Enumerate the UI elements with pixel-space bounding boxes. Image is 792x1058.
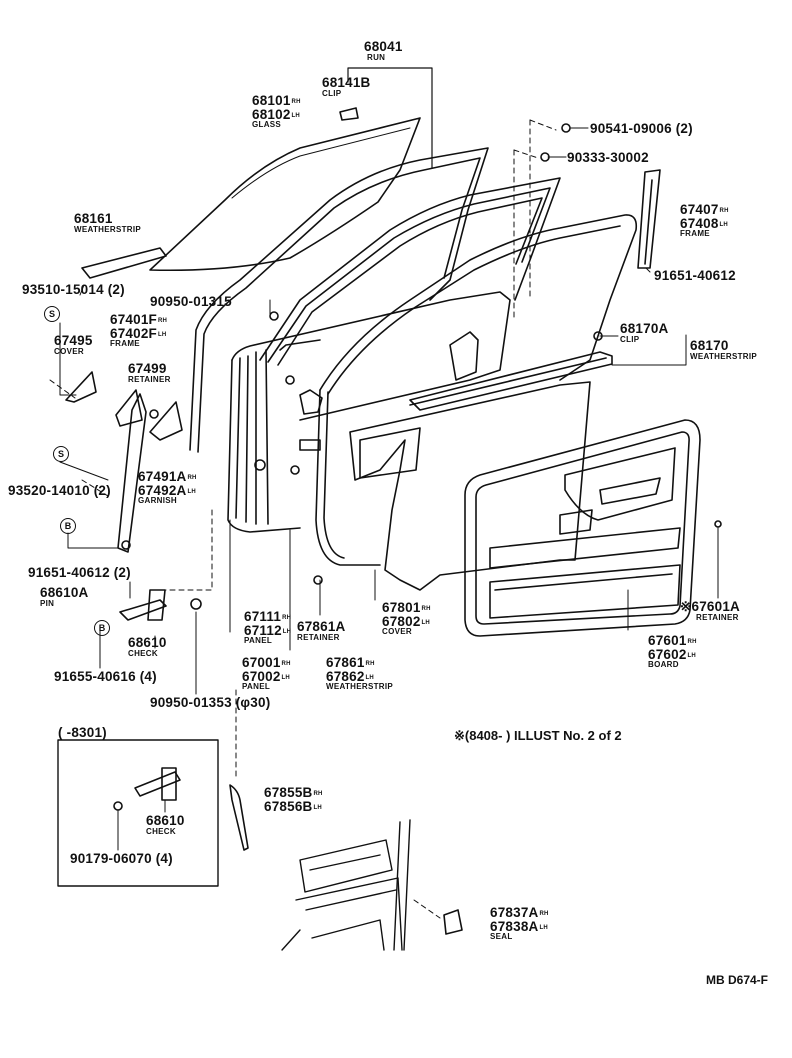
garnish-part [149,401,183,441]
door-corner-sketch-part [281,819,411,951]
seal-part [443,909,463,935]
part-label-bolt-check: 91655-40616 (4) [54,669,157,684]
window-frame-part [259,177,561,366]
part-label-glass: 68101RH 68102LH GLASS [252,93,301,129]
part-label-weatherstrip-door: 67861RH 67862LH WEATHERSTRIP [326,655,394,691]
part-label-panel-inner: 67111RH 67112LH PANEL [244,609,292,645]
check-part [119,589,167,621]
belt-weatherstrip-part [409,351,613,411]
part-label-frame-left: 67401FRH 67402FLH FRAME [110,312,168,348]
part-label-screw1: 90541-09006 (2) [590,121,693,136]
moulding-part [229,784,249,851]
door-weatherstrip-part [315,214,638,566]
marker-b-mid: B [60,518,76,534]
door-board-part [464,419,701,637]
part-label-screw4: 93520-14010 (2) [8,483,111,498]
part-label-board: 67601RH 67602LH BOARD [648,633,697,669]
cover-part [65,371,97,403]
part-label-screw2: 90333-30002 [567,150,649,165]
run-channel-part [189,147,489,453]
plug-grommet-part [190,598,202,610]
cover-sheet-part [349,381,591,591]
marker-s-top: S [44,306,60,322]
inset-box [57,739,219,887]
door-panel-part [227,291,511,533]
part-label-garnish: 67491ARH 67492ALH GARNISH [138,469,197,505]
part-label-bolt-inset: 90179-06070 (4) [70,851,173,866]
part-label-cover2: 67801RH 67802LH COVER [382,600,431,636]
part-label-panel-outer: 67001RH 67002LH PANEL [242,655,291,691]
part-label-frame-right: 67407RH 67408LH FRAME [680,202,729,238]
glass-part [149,117,421,272]
part-label-seal: 67837ARH 67838ALH SEAL [490,905,549,941]
weatherstrip-top-part [81,247,167,279]
part-label-screw3: 93510-15014 (2) [22,282,125,297]
inset-range-label: ( -8301) [58,725,107,740]
marker-b-low: B [94,620,110,636]
marker-s-mid: S [53,446,69,462]
part-label-plug2: 90950-01353 (φ30) [150,695,271,710]
check-inset-part [134,767,181,801]
part-label-bolt-left: 91651-40612 (2) [28,565,131,580]
illustration-footnote: ※(8408- ) ILLUST No. 2 of 2 [454,728,622,743]
frame-left-part [115,389,147,553]
part-label-plug: 90950-01315 [150,294,232,309]
frame-right-part [637,169,661,269]
part-label-bolt-right: 91651-40612 [654,268,736,283]
part-label-moulding: 67855BRH 67856BLH [264,785,323,814]
drawing-code: MB D674-F [706,973,769,987]
